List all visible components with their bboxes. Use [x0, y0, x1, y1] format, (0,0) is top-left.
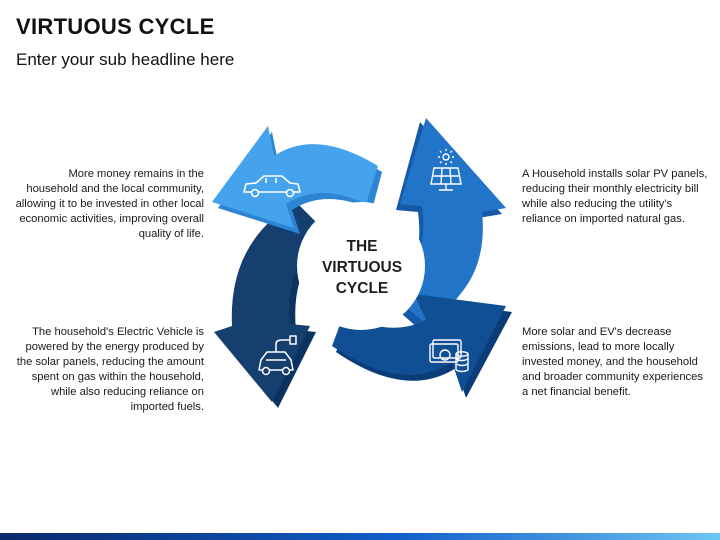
solar-panel-icon [430, 149, 462, 191]
page-subtitle: Enter your sub headline here [16, 50, 235, 69]
center-label-line-2: VIRTUOUS [321, 259, 403, 276]
money-coins-icon [429, 339, 469, 373]
description-top-right: A Household installs solar PV panels, re… [522, 168, 708, 226]
car-icon [243, 175, 301, 198]
cycle-arrow-bottom-right [332, 294, 512, 398]
page-title: VIRTUOUS CYCLE [16, 14, 215, 39]
electric-car-icon [258, 335, 297, 376]
cycle-center-circle [297, 202, 425, 330]
center-label-line-3: CYCLE [335, 280, 389, 297]
cycle-center-label: THE VIRTUOUS CYCLE [302, 236, 422, 299]
center-label-line-1: THE [346, 238, 378, 255]
description-bottom-left: The household's Electric Vehicle is powe… [16, 326, 204, 414]
description-top-left: More money remains in the household and … [15, 168, 204, 241]
footer-gradient-bar [0, 533, 720, 540]
cycle-arrow-top-left [212, 126, 382, 234]
description-bottom-right: More solar and EV's decrease emissions, … [522, 326, 703, 399]
